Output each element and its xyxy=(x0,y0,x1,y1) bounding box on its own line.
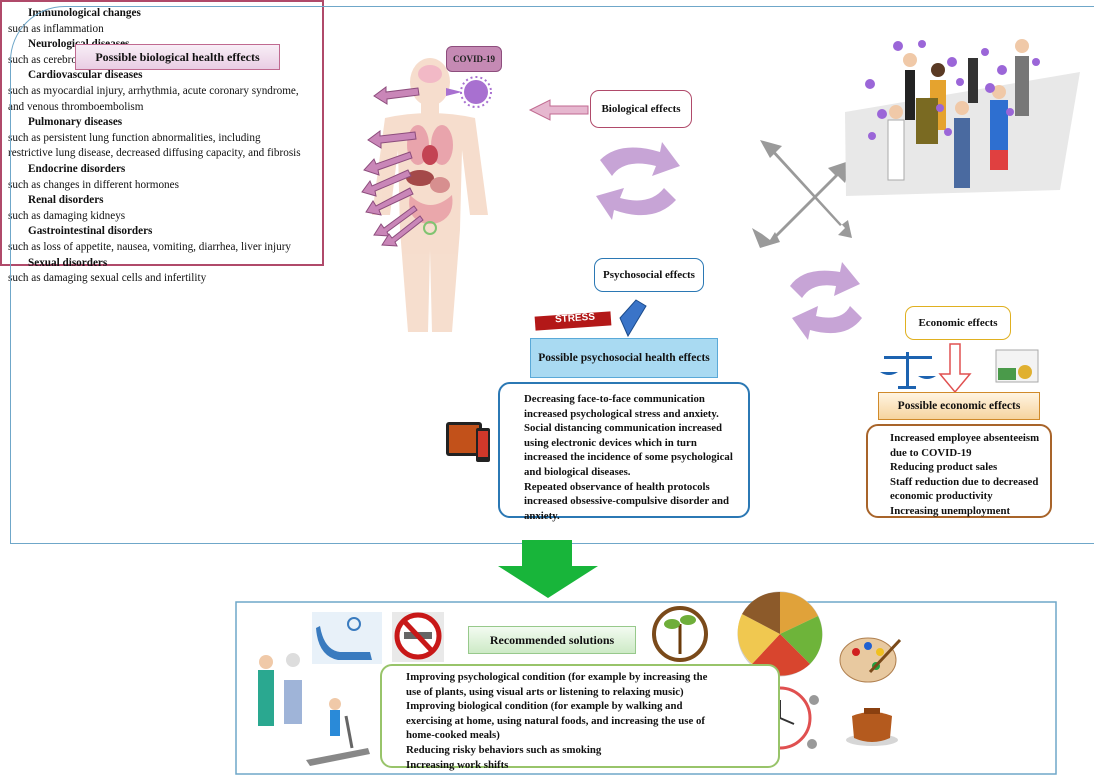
economic-line: Staff reduction due to decreased xyxy=(890,475,1039,488)
human-body-figure xyxy=(372,58,488,332)
plant-icon xyxy=(652,606,708,662)
economic-line: Increased employee absenteeism xyxy=(890,432,1040,444)
people-illustration xyxy=(845,39,1080,196)
psychosocial-line: increased the incidence of some psycholo… xyxy=(524,451,733,464)
economic-line: economic productivity xyxy=(890,490,993,502)
bio-effects-arrow xyxy=(528,99,589,121)
psychosocial-line: Decreasing face-to-face communication xyxy=(524,393,705,405)
bio-item-detail: and venous thromboembolism xyxy=(8,100,144,113)
bio-item-heading: Gastrointestinal disorders xyxy=(28,225,153,238)
covid-label: COVID-19 xyxy=(446,46,502,72)
recommended-solutions-title: Recommended solutions xyxy=(468,626,636,654)
bio-item-detail: restrictive lung disease, decreased diff… xyxy=(8,147,301,160)
covid-pointer xyxy=(446,88,462,96)
bio-item-detail: such as persistent lung function abnorma… xyxy=(8,131,261,144)
doctor-patient-icon xyxy=(258,653,302,726)
solution-line: Improving biological condition (for exam… xyxy=(406,700,683,713)
money-chart-icon xyxy=(995,349,1039,383)
bio-item-heading: Sexual disorders xyxy=(28,256,108,269)
virus-icon xyxy=(460,76,492,108)
solutions-frame xyxy=(235,601,1057,775)
solution-line: Increasing work shifts xyxy=(406,758,509,771)
bio-item-heading: Cardiovascular diseases xyxy=(28,69,143,82)
bio-item-detail: such as damaging kidneys xyxy=(8,209,126,222)
bio-item-detail: such as changes in different hormones xyxy=(8,178,179,191)
bio-item-detail: such as loss of appetite, nausea, vomiti… xyxy=(8,240,292,253)
psychosocial-effects-title: Possible psychosocial health effects xyxy=(530,338,718,378)
solution-line: use of plants, using visual arts or list… xyxy=(406,685,684,698)
tablet-phone-icon xyxy=(446,422,490,462)
economic-effects-title: Possible economic effects xyxy=(878,392,1040,420)
psychosocial-line: using electronic devices which in turn xyxy=(524,436,697,449)
organ-arrows xyxy=(361,86,424,247)
cooking-pot-icon xyxy=(846,708,898,746)
psychosocial-effects-box: Psychosocial effects xyxy=(594,258,704,292)
bio-item-heading: Pulmonary diseases xyxy=(28,116,123,129)
psychosocial-line: Repeated observance of health protocols xyxy=(524,480,710,493)
psychosocial-line: increased obsessive-compulsive disorder … xyxy=(524,495,730,508)
solution-line: home-cooked meals) xyxy=(406,729,500,742)
stress-icon xyxy=(534,311,612,331)
recommended-solutions-list: Improving psychological condition (for e… xyxy=(380,664,780,771)
bio-item-heading: Endocrine disorders xyxy=(28,162,126,175)
relax-chair-icon xyxy=(312,612,382,664)
economic-line: Reducing product sales xyxy=(890,461,998,473)
grey-cross-arrows xyxy=(752,140,852,248)
big-down-arrow xyxy=(498,540,598,598)
psychosocial-line: anxiety. xyxy=(524,509,560,522)
bio-health-effects-title: Possible biological health effects xyxy=(75,44,280,70)
psy-pointer xyxy=(619,299,647,338)
economic-effects-list: Increased employee absenteeism due to COV… xyxy=(866,424,1052,518)
bio-item-heading: Renal disorders xyxy=(28,194,104,207)
no-smoking-icon xyxy=(392,612,444,662)
bio-item-detail: such as myocardial injury, arrhythmia, a… xyxy=(8,84,299,97)
biological-effects-box: Biological effects xyxy=(590,90,692,128)
economic-effects-box: Economic effects xyxy=(905,306,1011,340)
art-palette-icon xyxy=(839,637,902,683)
cycle-arrows-right xyxy=(790,262,862,340)
bio-item-detail: such as damaging sexual cells and infert… xyxy=(8,272,207,285)
psychosocial-line: increased psychological stress and anxie… xyxy=(524,407,719,420)
solution-line: exercising at home, using natural foods,… xyxy=(406,714,705,727)
psychosocial-line: Social distancing communication increase… xyxy=(524,422,723,435)
cycle-arrows-left xyxy=(596,142,680,220)
solution-line: Reducing risky behaviors such as smoking xyxy=(406,743,602,756)
economic-line: due to COVID-19 xyxy=(890,446,972,459)
eco-down-arrow xyxy=(938,343,972,394)
solution-line: Improving psychological condition (for e… xyxy=(406,671,708,683)
treadmill-icon xyxy=(306,698,370,766)
psychosocial-line: and biological diseases. xyxy=(524,465,631,478)
economic-line: Increasing unemployment xyxy=(890,504,1011,517)
balance-scale-icon xyxy=(880,352,936,389)
psychosocial-effects-list: Decreasing face-to-face communication inc… xyxy=(498,382,750,522)
